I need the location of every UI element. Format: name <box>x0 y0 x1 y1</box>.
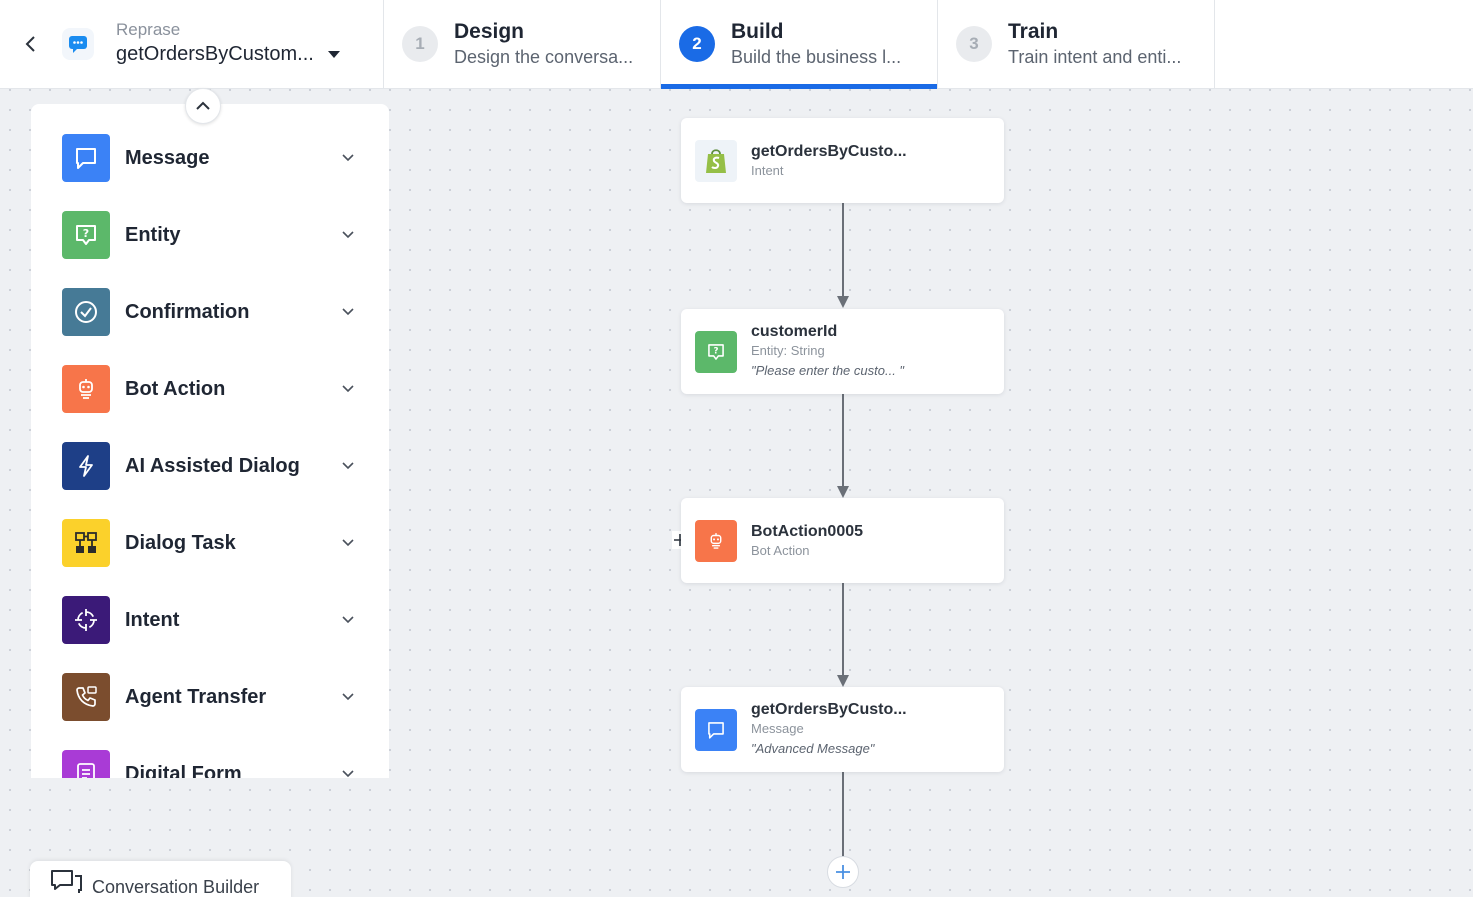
flow-node-entity[interactable]: ? customerId Entity: String "Please ente… <box>681 309 1004 394</box>
node-palette: Message ? Entity Confirmation Bot Action… <box>31 104 389 778</box>
message-icon <box>62 134 110 182</box>
chevron-down-icon[interactable] <box>338 693 358 701</box>
step-build[interactable]: 2 Build Build the business l... <box>661 0 938 89</box>
palette-item-digital-form[interactable]: Digital Form <box>62 750 358 778</box>
dialog-task-icon <box>62 519 110 567</box>
chevron-up-icon <box>196 101 210 110</box>
digital-form-icon <box>62 750 110 778</box>
chat-bubbles-icon <box>51 870 82 893</box>
add-node-button[interactable] <box>827 856 859 888</box>
palette-item-ai-assisted-dialog[interactable]: AI Assisted Dialog <box>62 442 358 490</box>
app-name: getOrdersByCustom... <box>116 43 314 65</box>
app-subtitle: Reprase <box>116 20 181 39</box>
chevron-down-icon[interactable] <box>338 616 358 624</box>
node-title: getOrdersByCusto... <box>751 142 907 160</box>
flow-connector <box>842 203 844 298</box>
node-title: getOrdersByCusto... <box>751 700 907 718</box>
palette-item-intent[interactable]: Intent <box>62 596 358 644</box>
palette-item-label: Dialog Task <box>125 531 236 554</box>
palette-item-label: Agent Transfer <box>125 685 267 708</box>
svg-text:?: ? <box>83 227 89 240</box>
palette-item-label: Message <box>125 146 210 169</box>
conversation-builder-tab[interactable]: Conversation Builder <box>30 861 291 897</box>
step-number: 1 <box>402 26 438 62</box>
step-number: 3 <box>956 26 992 62</box>
message-icon <box>695 708 737 751</box>
flow-node-message[interactable]: getOrdersByCusto... Message "Advanced Me… <box>681 687 1004 772</box>
palette-item-label: Digital Form <box>125 762 242 779</box>
agent-transfer-icon <box>62 673 110 721</box>
chevron-left-icon <box>25 36 35 52</box>
flow-node-intent[interactable]: getOrdersByCusto... Intent <box>681 118 1004 203</box>
shopify-icon <box>695 139 737 182</box>
flow-node-bot-action[interactable]: BotAction0005 Bot Action <box>681 498 1004 583</box>
top-bar: Reprase getOrdersByCustom... 1 Design De… <box>0 0 1473 89</box>
ai-dialog-icon <box>62 442 110 490</box>
step-title: Train <box>1008 20 1059 43</box>
node-type: Intent <box>751 162 784 178</box>
entity-icon: ? <box>695 330 737 373</box>
back-button[interactable] <box>0 0 62 88</box>
entity-icon: ? <box>62 211 110 259</box>
collapse-palette-button[interactable] <box>185 88 221 124</box>
bot-action-icon <box>695 519 737 562</box>
bot-action-icon <box>62 365 110 413</box>
step-train[interactable]: 3 Train Train intent and enti... <box>938 0 1215 88</box>
node-type: Message <box>751 720 804 736</box>
palette-item-message[interactable]: Message <box>62 134 358 182</box>
svg-text:?: ? <box>713 346 718 356</box>
palette-item-label: Confirmation <box>125 300 250 323</box>
flow-connector <box>842 772 844 857</box>
arrow-down-icon <box>837 296 849 308</box>
plus-icon <box>836 865 850 879</box>
step-number: 2 <box>679 26 715 62</box>
node-title: BotAction0005 <box>751 522 864 540</box>
palette-item-label: Bot Action <box>125 377 226 400</box>
flow-connector <box>842 583 844 677</box>
confirmation-icon <box>62 288 110 336</box>
node-type: Entity: String <box>751 342 825 358</box>
arrow-down-icon <box>837 486 849 498</box>
palette-item-dialog-task[interactable]: Dialog Task <box>62 519 358 567</box>
palette-item-confirmation[interactable]: Confirmation <box>62 288 358 336</box>
node-message: "Please enter the custo... " <box>751 362 905 378</box>
palette-item-label: AI Assisted Dialog <box>125 454 300 477</box>
palette-item-label: Intent <box>125 608 180 631</box>
intent-icon <box>62 596 110 644</box>
step-description: Build the business l... <box>731 47 902 67</box>
step-title: Build <box>731 20 784 43</box>
node-message: "Advanced Message" <box>751 740 875 756</box>
chevron-down-icon[interactable] <box>338 308 358 316</box>
step-title: Design <box>454 20 525 43</box>
chevron-down-icon[interactable] <box>338 231 358 239</box>
palette-item-bot-action[interactable]: Bot Action <box>62 365 358 413</box>
node-title: customerId <box>751 322 838 340</box>
step-description: Train intent and enti... <box>1008 47 1182 67</box>
chevron-down-icon[interactable] <box>338 462 358 470</box>
chevron-down-icon[interactable] <box>338 154 358 162</box>
caret-down-icon[interactable] <box>327 50 340 58</box>
app-selector[interactable]: Reprase getOrdersByCustom... <box>62 0 384 88</box>
palette-item-entity[interactable]: ? Entity <box>62 211 358 259</box>
flow-connector <box>842 394 844 488</box>
conversation-builder-label: Conversation Builder <box>92 876 260 897</box>
step-description: Design the conversa... <box>454 47 634 67</box>
step-design[interactable]: 1 Design Design the conversa... <box>384 0 661 88</box>
chat-bot-logo-icon <box>69 36 87 53</box>
chevron-down-icon[interactable] <box>338 385 358 393</box>
chevron-down-icon[interactable] <box>338 539 358 547</box>
palette-item-label: Entity <box>125 223 181 246</box>
arrow-down-icon <box>837 675 849 687</box>
app-logo <box>62 28 94 60</box>
palette-item-agent-transfer[interactable]: Agent Transfer <box>62 673 358 721</box>
node-type: Bot Action <box>751 542 810 558</box>
chevron-down-icon[interactable] <box>338 770 358 778</box>
